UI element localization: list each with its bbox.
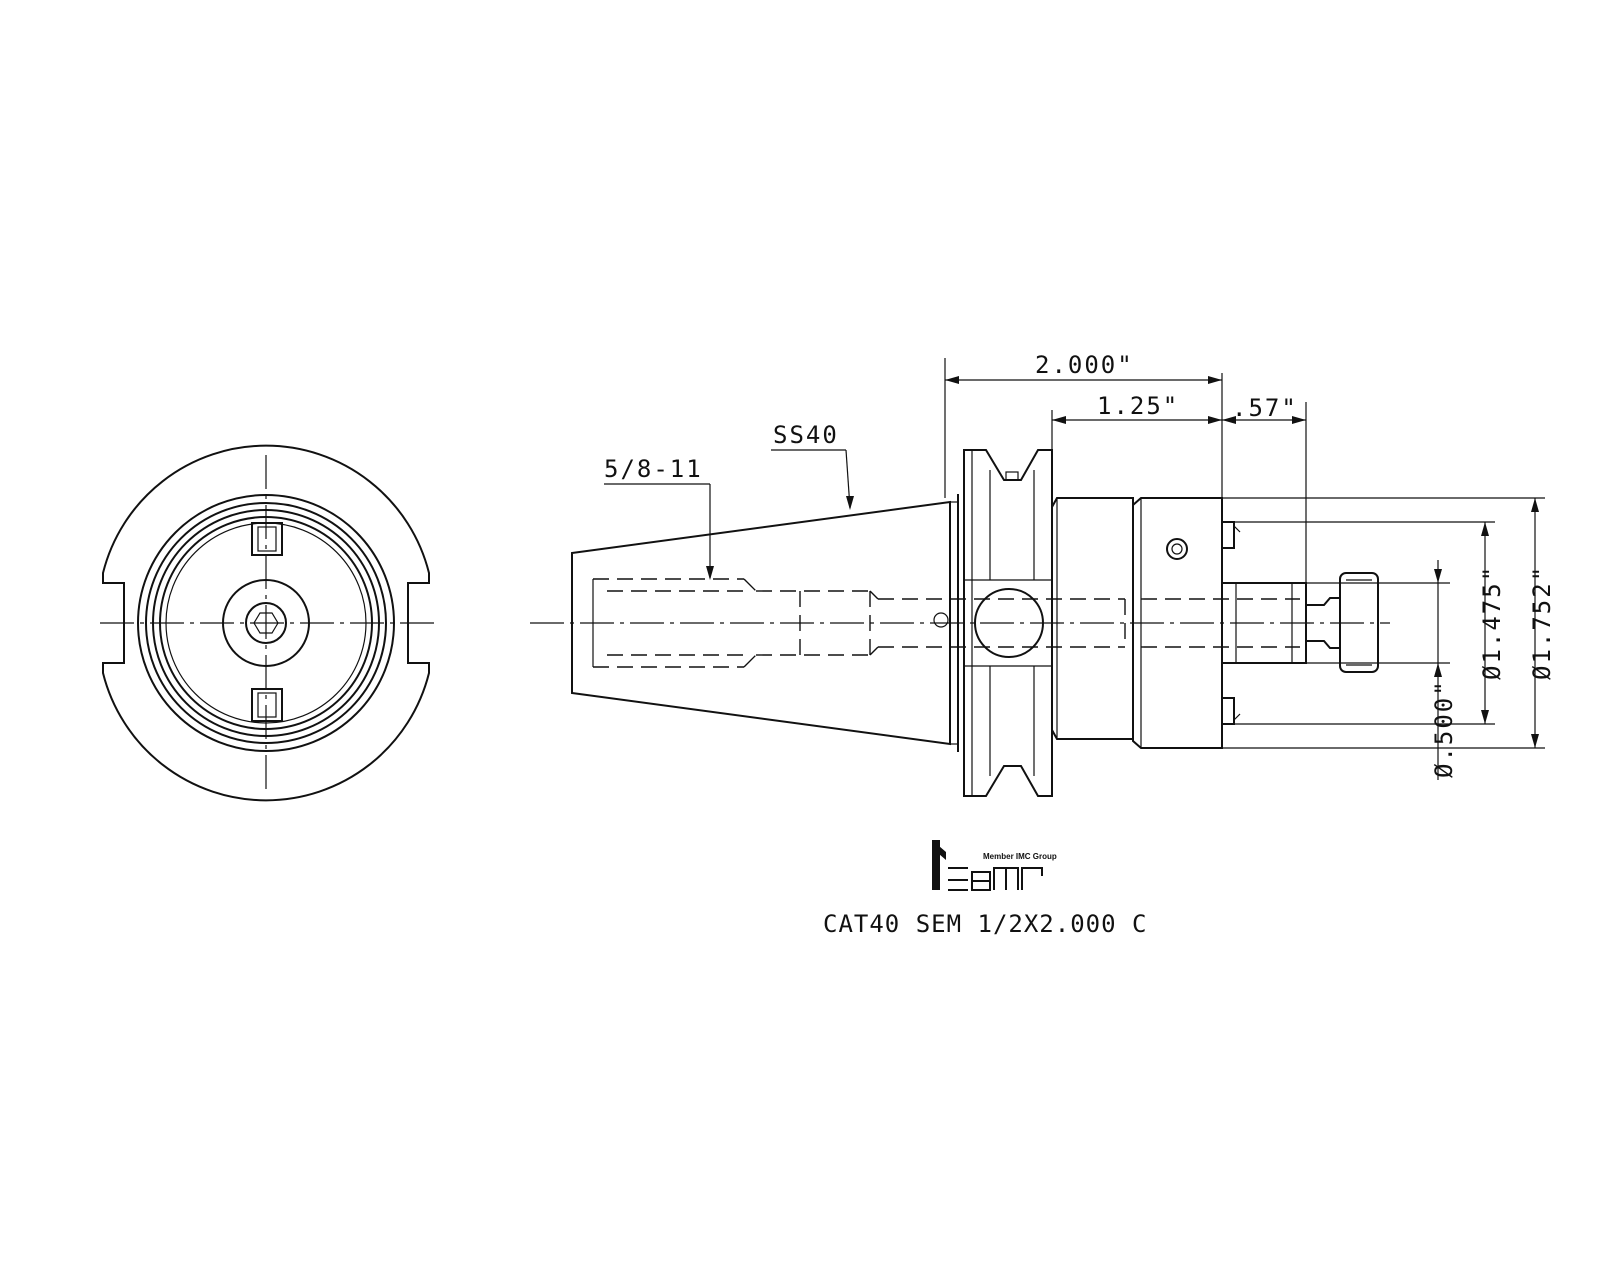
end-view-ring-2 xyxy=(145,502,387,744)
tool-shank xyxy=(1221,572,1379,673)
dim-inner-diameter: Ø1.475" xyxy=(1478,522,1506,724)
dim-outer-diameter: Ø1.752" xyxy=(1528,498,1556,748)
dim-bore-diameter: Ø.500" xyxy=(1430,560,1458,780)
dim-shank-length-text: .57" xyxy=(1232,394,1298,422)
callout-taper: SS40 xyxy=(771,421,854,510)
orientation-pin xyxy=(933,612,949,628)
clamp-studs xyxy=(1221,521,1241,725)
end-view xyxy=(100,444,438,802)
dim-outer-diameter-text: Ø1.752" xyxy=(1528,565,1556,680)
internal-thread-hidden xyxy=(593,578,1126,668)
dimensions: 2.000" 1.25" .57" Ø.500" xyxy=(944,351,1556,780)
end-view-outer-flange xyxy=(102,444,430,802)
end-view-drive-key-bottom xyxy=(251,688,283,722)
iscar-logo: Member IMC Group xyxy=(932,840,1057,891)
part-number-title: CAT40 SEM 1/2X2.000 C xyxy=(823,910,1147,938)
dim-overall-length: 2.000" xyxy=(945,351,1222,384)
end-view-drive-key-bottom-inner xyxy=(257,692,277,718)
logo-wordmark-mark xyxy=(932,840,1043,891)
side-view xyxy=(530,449,1390,797)
callout-thread: 5/8-11 xyxy=(604,455,714,580)
dim-overall-length-text: 2.000" xyxy=(1035,351,1134,379)
dim-body-length-text: 1.25" xyxy=(1097,392,1179,420)
end-view-bore xyxy=(245,602,287,644)
end-view-drive-key-top xyxy=(251,522,283,556)
v-flange xyxy=(963,449,1053,797)
dim-bore-diameter-text: Ø.500" xyxy=(1430,679,1458,778)
dim-shank-length: .57" xyxy=(1222,394,1306,424)
callout-taper-text: SS40 xyxy=(773,421,839,449)
dim-inner-diameter-text: Ø1.475" xyxy=(1478,565,1506,680)
end-view-drive-key-top-inner xyxy=(257,526,277,552)
cross-hole xyxy=(974,588,1044,658)
callout-thread-text: 5/8-11 xyxy=(604,455,703,483)
coolant-screw xyxy=(1166,538,1188,560)
dim-body-length: 1.25" xyxy=(1052,392,1222,424)
logo-tagline: Member IMC Group xyxy=(983,852,1057,861)
